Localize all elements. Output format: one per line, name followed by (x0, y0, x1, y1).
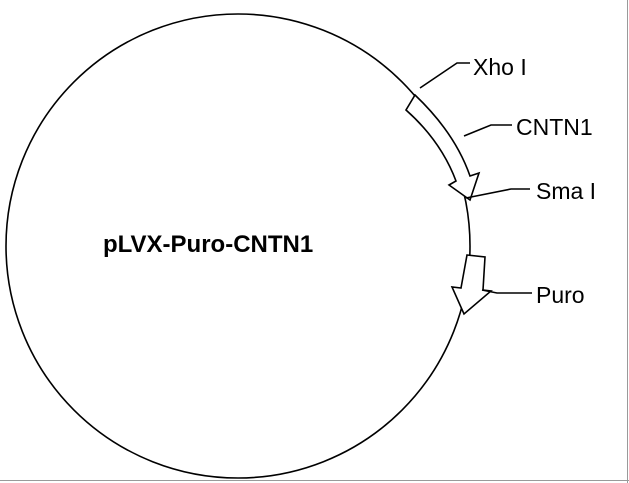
puro-label: Puro (536, 282, 585, 308)
xhoi-leader-line (419, 62, 470, 89)
cntn1-leader-line (463, 124, 512, 137)
cntn1-label: CNTN1 (516, 114, 593, 140)
plasmid-name: pLVX-Puro-CNTN1 (103, 231, 313, 258)
smai-label: Sma I (536, 178, 596, 204)
puro-leader-line (481, 289, 532, 294)
smai-leader-line (465, 188, 530, 199)
cntn1-feature-arrow (404, 93, 481, 202)
xhoi-label: Xho I (473, 54, 527, 80)
plasmid-backbone-circle (5, 13, 471, 479)
puro-feature-arrow (450, 254, 493, 316)
